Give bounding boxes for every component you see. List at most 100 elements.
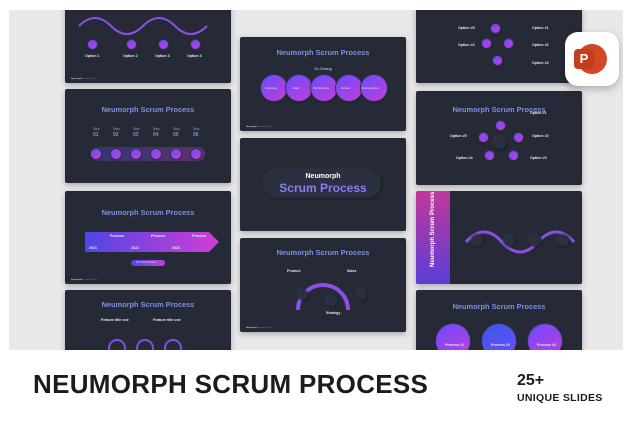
- product-title: NEUMORPH SCRUM PROCESS: [33, 369, 429, 399]
- process-circle-2[interactable]: [482, 324, 516, 350]
- step-number-3: 03: [133, 132, 139, 138]
- wave-node-3[interactable]: [530, 235, 541, 246]
- stage-circle-1[interactable]: [261, 75, 287, 101]
- slide-stages[interactable]: Neumorph Scrum Process Our Strategy Groo…: [240, 37, 406, 131]
- wheel-option-4: Option #4: [456, 156, 473, 160]
- step-icon-3[interactable]: [131, 149, 141, 159]
- wheel-node-1[interactable]: [479, 133, 488, 142]
- slide-product-sales[interactable]: Neumorph Scrum Process Product Sales Str…: [240, 238, 406, 332]
- semi-arc: [296, 283, 350, 311]
- step-icon-6[interactable]: [191, 149, 201, 159]
- step-number-5: 05: [173, 132, 179, 138]
- slide-title: Neumorph Scrum Process: [101, 300, 195, 309]
- option-hash-5: Option #5: [458, 26, 475, 30]
- product-node[interactable]: [298, 290, 308, 300]
- commitment-pill[interactable]: [131, 260, 165, 266]
- step-label-6: Step: [193, 127, 200, 131]
- option-label-4: Option 4: [187, 54, 202, 58]
- feature-title-2: Feature title one: [153, 318, 181, 322]
- slide-hero[interactable]: Neumorph Scrum Process: [240, 138, 406, 231]
- commitment-pill-label: Our Commitment: [136, 261, 156, 264]
- slide-vertical-title[interactable]: Neumorph Scrum Process: [416, 191, 582, 284]
- slide-count: 25+: [517, 372, 545, 389]
- powerpoint-icon-letter: P: [574, 49, 594, 69]
- year-label-1: 2021: [89, 246, 97, 250]
- pyramid-node-4[interactable]: [493, 56, 502, 65]
- slide-features[interactable]: Neumorph Scrum Process Feature title one…: [65, 290, 231, 350]
- step-label-2: Step: [113, 127, 120, 131]
- stage-label-3: Performance: [313, 86, 330, 90]
- wave-node-1[interactable]: [472, 235, 483, 246]
- year-label-3: 2023: [172, 246, 180, 250]
- option-label-2: Option 2: [123, 54, 138, 58]
- stage-label-1: Grooming: [265, 86, 278, 90]
- step-icon-1[interactable]: [91, 149, 101, 159]
- step-icon-4[interactable]: [151, 149, 161, 159]
- feature-ring: [108, 339, 182, 350]
- stage-label-4: Review: [341, 86, 351, 90]
- pyramid-node-2[interactable]: [482, 39, 491, 48]
- step-icon-2[interactable]: [111, 149, 121, 159]
- wheel-option-3: Option #3: [530, 156, 547, 160]
- option-dot-3[interactable]: [159, 40, 168, 49]
- option-hash-1: Option #1: [532, 26, 549, 30]
- wheel-center: [494, 137, 506, 149]
- steps-track: [91, 147, 205, 161]
- slide-processes[interactable]: Neumorph Scrum Process Process #1 Proces…: [416, 290, 582, 350]
- strategy-node[interactable]: [327, 296, 337, 306]
- step-number-2: 02: [113, 132, 119, 138]
- stage-circle-3[interactable]: [311, 75, 337, 101]
- stage-circle-2[interactable]: [286, 75, 312, 101]
- wheel-option-1: Option #1: [530, 111, 547, 115]
- hero-pill: [265, 170, 381, 198]
- feature-title-1: Feature title one: [101, 318, 129, 322]
- slide-options-wheel[interactable]: Neumorph Scrum Process Option #1 Option …: [416, 91, 582, 185]
- wave-node-4[interactable]: [558, 235, 569, 246]
- arrow-head: [209, 232, 219, 252]
- wave-node-2[interactable]: [504, 235, 515, 246]
- strategy-label: Strategy: [326, 311, 341, 315]
- wheel-node-3[interactable]: [496, 121, 505, 130]
- step-number-1: 01: [93, 132, 99, 138]
- step-label-1: Step: [93, 127, 100, 131]
- process-circle-1[interactable]: [436, 324, 470, 350]
- option-dot-2[interactable]: [127, 40, 136, 49]
- slide-title: Neumorph Scrum Process: [101, 105, 195, 114]
- wave-line: [78, 17, 208, 35]
- year-label-2: 2022: [131, 246, 139, 250]
- slide-wave-options[interactable]: Option 1 Option 2 Option 3 Option 4 Neum…: [65, 10, 231, 83]
- wheel-node-5[interactable]: [509, 151, 518, 160]
- hero-line-2: Scrum Process: [279, 181, 367, 195]
- wheel-node-2[interactable]: [514, 133, 523, 142]
- timeline-arrow-bar: [85, 232, 209, 252]
- process-label-2: Process: [151, 234, 165, 238]
- process-label-1: Process: [110, 234, 124, 238]
- option-dot-1[interactable]: [88, 40, 97, 49]
- slide-options-pyramid[interactable]: Option #5 Option #1 Option #4 Option #2 …: [416, 10, 582, 83]
- slide-steps[interactable]: Neumorph Scrum Process Step Step Step St…: [65, 89, 231, 183]
- slide-footer: Neumorph Scrum Process: [246, 126, 273, 128]
- wheel-node-4[interactable]: [485, 151, 494, 160]
- option-dot-4[interactable]: [191, 40, 200, 49]
- slide-title: Neumorph Scrum Process: [452, 105, 546, 114]
- option-label-1: Option 1: [85, 54, 100, 58]
- stage-label-5: Retrospective: [362, 86, 380, 90]
- stage-circle-4[interactable]: [336, 75, 362, 101]
- stage-circle-5[interactable]: [361, 75, 387, 101]
- slide-title: Neumorph Scrum Process: [276, 248, 370, 257]
- step-label-4: Step: [153, 127, 160, 131]
- pyramid-node-3[interactable]: [504, 39, 513, 48]
- powerpoint-icon: P: [565, 32, 619, 86]
- pyramid-node-1[interactable]: [491, 24, 500, 33]
- process-circle-3[interactable]: [528, 324, 562, 350]
- step-icon-5[interactable]: [171, 149, 181, 159]
- slide-title: Neumorph Scrum Process: [101, 208, 195, 217]
- strategy-label: Our Strategy: [314, 67, 333, 71]
- slide-timeline[interactable]: Neumorph Scrum Process Process Process P…: [65, 191, 231, 284]
- vertical-panel: [416, 191, 450, 284]
- option-hash-3: Option #3: [532, 61, 549, 65]
- sales-node[interactable]: [357, 290, 367, 300]
- slide-title: Neumorph Scrum Process: [452, 302, 546, 311]
- slides-preview: Option 1 Option 2 Option 3 Option 4 Neum…: [9, 10, 623, 350]
- option-hash-4: Option #4: [458, 43, 475, 47]
